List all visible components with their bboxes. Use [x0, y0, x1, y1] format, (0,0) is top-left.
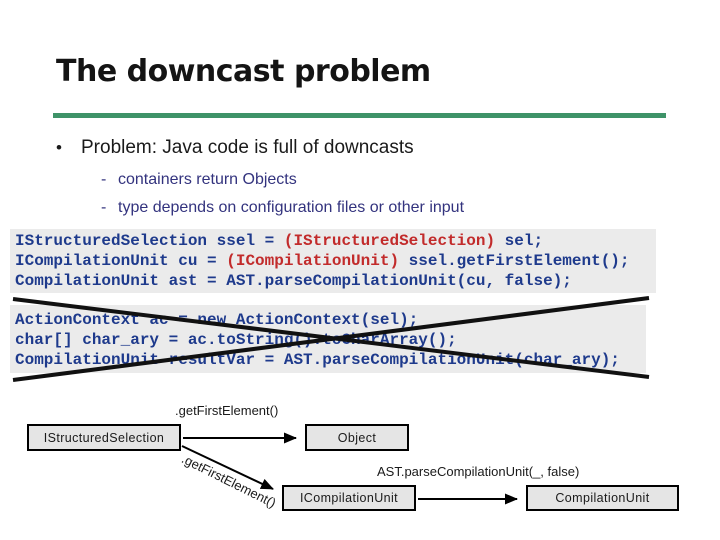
code-line: ICompilationUnit cu = (ICompilationUnit)… [15, 251, 656, 271]
code-block-downcast-example: IStructuredSelection ssel = (IStructured… [10, 229, 656, 293]
bullet-text: Problem: Java code is full of downcasts [81, 137, 414, 158]
code-text: ICompilationUnit cu = [15, 252, 227, 270]
code-line: CompilationUnit resultVar = AST.parseCom… [15, 350, 646, 370]
diagram-box-icompilationunit: ICompilationUnit [282, 485, 416, 511]
code-text: char[] char_ary = ac.toString().toCharAr… [15, 331, 457, 349]
sub-bullet-containers: -containers return Objects [101, 171, 297, 189]
code-line: IStructuredSelection ssel = (IStructured… [15, 231, 656, 251]
code-text: sel; [495, 232, 544, 250]
code-text: ssel.getFirstElement(); [399, 252, 630, 270]
code-text: IStructuredSelection ssel = [15, 232, 284, 250]
code-cast-highlight: (IStructuredSelection) [283, 232, 496, 250]
code-block-rejected-example: ActionContext ac = new ActionContext(sel… [10, 305, 646, 373]
code-text: CompilationUnit ast = AST.parseCompilati… [15, 272, 572, 290]
code-cast-highlight: (ICompilationUnit) [226, 252, 400, 270]
code-line: CompilationUnit ast = AST.parseCompilati… [15, 271, 656, 291]
bullet-problem: • Problem: Java code is full of downcasts [56, 137, 414, 159]
dash-marker: - [101, 199, 107, 216]
bullet-marker: • [56, 138, 62, 157]
sub-bullet-text: type depends on configuration files or o… [118, 199, 465, 216]
sub-bullet-text: containers return Objects [118, 171, 297, 188]
arrow-label-parsecompilationunit: AST.parseCompilationUnit(_, false) [377, 464, 580, 479]
title-underline-rule [53, 113, 666, 118]
arrow-label-getfirstelement: .getFirstElement() [175, 403, 279, 418]
code-text: CompilationUnit resultVar = AST.parseCom… [15, 351, 620, 369]
code-text: ActionContext ac = new ActionContext(sel… [15, 311, 419, 329]
sub-bullet-config: -type depends on configuration files or … [101, 199, 464, 217]
arrow-label-getfirstelement-diagonal: .getFirstElement() [179, 451, 279, 511]
code-line: char[] char_ary = ac.toString().toCharAr… [15, 330, 646, 350]
code-line: ActionContext ac = new ActionContext(sel… [15, 310, 646, 330]
diagram-box-istructuredselection: IStructuredSelection [27, 424, 181, 451]
dash-marker: - [101, 171, 107, 188]
page-title: The downcast problem [56, 54, 431, 89]
diagram-box-object: Object [305, 424, 409, 451]
diagram-box-compilationunit: CompilationUnit [526, 485, 679, 511]
